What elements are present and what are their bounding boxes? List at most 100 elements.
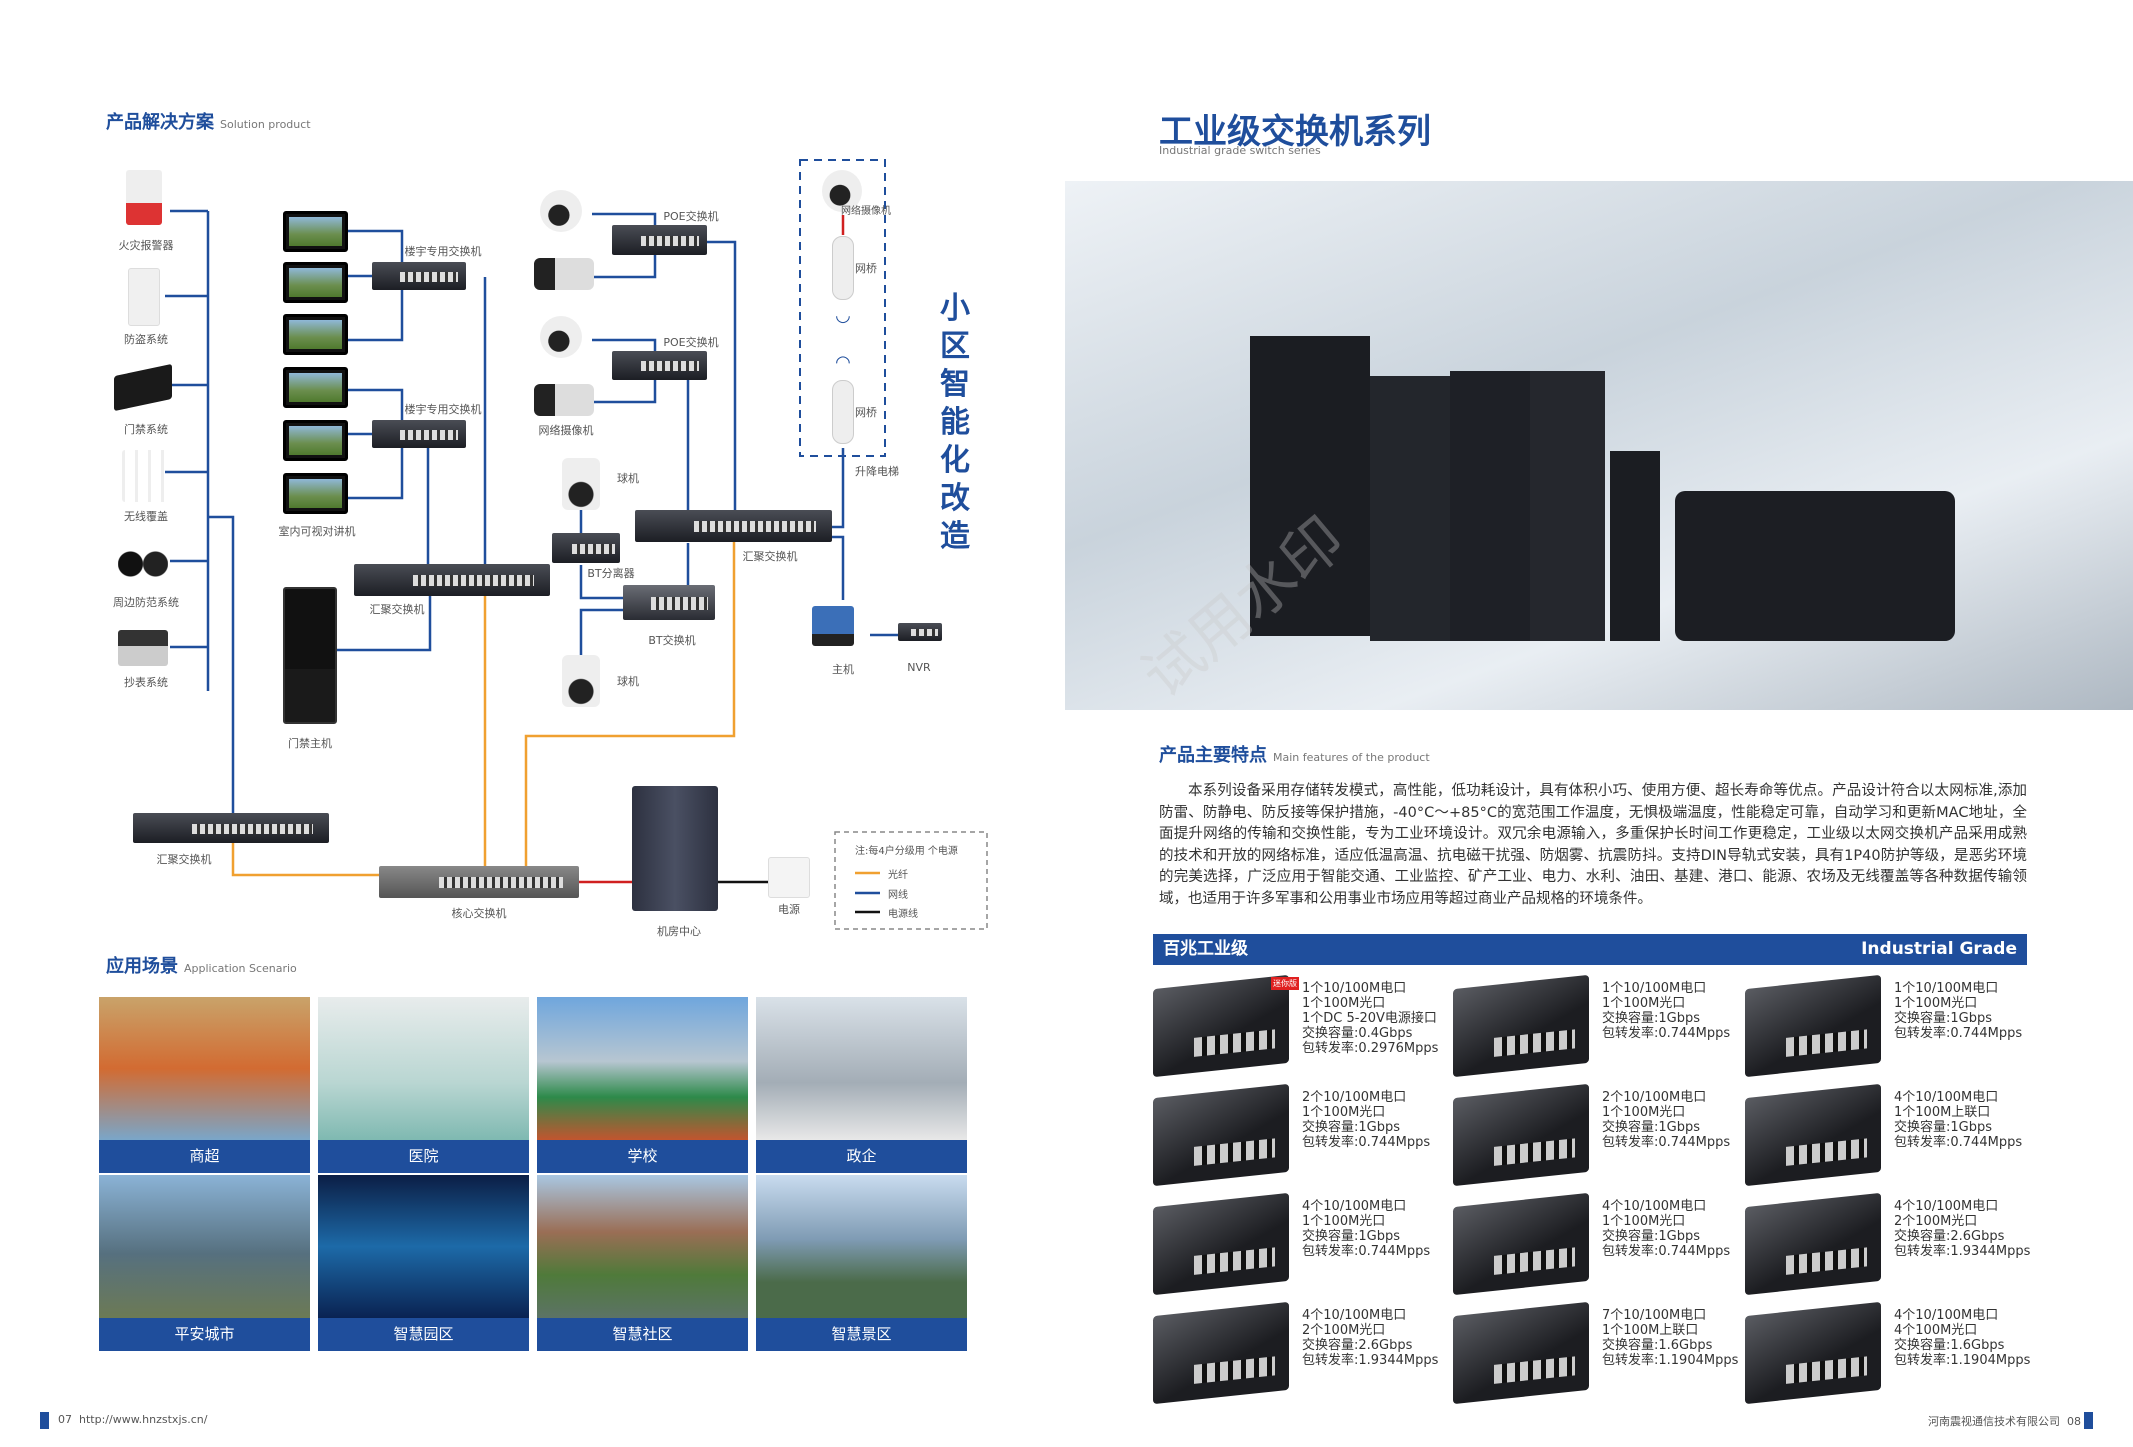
label-agg-switch: 汇聚交换机 bbox=[369, 603, 425, 616]
scenario-label: 政企 bbox=[756, 1140, 967, 1173]
scenario-photo bbox=[756, 997, 967, 1140]
label-wireless: 无线覆盖 bbox=[124, 510, 168, 523]
spec-line: 4个10/100M电口 bbox=[1894, 1199, 1999, 1214]
product-image bbox=[1453, 974, 1589, 1078]
label-bt-splitter: BT分离器 bbox=[587, 567, 635, 580]
scenario-card[interactable]: 商超 bbox=[99, 997, 310, 1173]
spec-line: 2个10/100M电口 bbox=[1302, 1090, 1407, 1105]
meter-reader-icon bbox=[118, 630, 168, 666]
spec-line: 1个10/100M电口 bbox=[1302, 981, 1407, 996]
perimeter-sensor-icon bbox=[118, 542, 168, 586]
label-host: 主机 bbox=[832, 663, 854, 676]
fiber-cables bbox=[231, 540, 736, 877]
building-switch-icon bbox=[372, 420, 466, 448]
intercom-monitor-icon bbox=[283, 420, 348, 461]
spec-line: 1个100M光口 bbox=[1302, 996, 1386, 1011]
product-image bbox=[1453, 1083, 1589, 1187]
power-socket-icon bbox=[768, 857, 810, 898]
legend-power-line: 电源线 bbox=[888, 909, 918, 920]
wireless-router-icon bbox=[122, 450, 168, 502]
bt-switch-icon bbox=[623, 585, 715, 620]
footer-right: 河南震视通信技术有限公司 08 bbox=[1928, 1413, 2081, 1429]
elevator-dashed-box bbox=[799, 159, 886, 457]
spec-line: 4个100M光口 bbox=[1894, 1323, 1978, 1338]
scenario-card[interactable]: 医院 bbox=[318, 997, 529, 1173]
spec-line: 交换容量:0.4Gbps bbox=[1302, 1026, 1413, 1041]
features-title-en: Main features of the product bbox=[1273, 751, 1430, 764]
scenario-card[interactable]: 智慧园区 bbox=[318, 1175, 529, 1351]
scenario-photo bbox=[756, 1175, 967, 1318]
legend-network: 网线 bbox=[888, 890, 908, 901]
label-perimeter: 周边防范系统 bbox=[113, 596, 179, 609]
product-image bbox=[1745, 1192, 1881, 1296]
spec-line: 1个100M光口 bbox=[1302, 1214, 1386, 1229]
scenario-card[interactable]: 平安城市 bbox=[99, 1175, 310, 1351]
label-intercom: 室内可视对讲机 bbox=[278, 525, 356, 538]
scenario-label: 智慧社区 bbox=[537, 1318, 748, 1351]
spec-line: 交换容量:1Gbps bbox=[1894, 1011, 1993, 1026]
scenario-card[interactable]: 智慧社区 bbox=[537, 1175, 748, 1351]
bullet-camera-icon bbox=[534, 258, 594, 290]
label-elevator: 升降电梯 bbox=[855, 465, 899, 478]
wifi-signal-icon: ◠ bbox=[835, 352, 851, 373]
spec-line: 交换容量:2.6Gbps bbox=[1302, 1338, 1413, 1353]
spec-line: 包转发率:0.744Mpps bbox=[1602, 1026, 1731, 1041]
footer-left: 07 http://www.hnzstxjs.cn/ bbox=[58, 1413, 207, 1426]
building-switch-icon bbox=[372, 262, 466, 290]
switch-image bbox=[1450, 371, 1530, 641]
product-image bbox=[1745, 1083, 1881, 1187]
red-cable bbox=[579, 215, 845, 884]
hero-product-photo bbox=[1065, 181, 2133, 710]
bullet-camera-icon bbox=[534, 384, 594, 416]
switch-image bbox=[1610, 451, 1660, 641]
intercom-monitor-icon bbox=[283, 211, 348, 252]
nvr-icon bbox=[898, 623, 942, 641]
wifi-signal-icon: ◡ bbox=[835, 305, 851, 326]
footer-url[interactable]: http://www.hnzstxjs.cn/ bbox=[79, 1413, 208, 1426]
page-title: 工业级交换机系列 bbox=[1159, 112, 1431, 152]
switch-image bbox=[1370, 376, 1450, 641]
label-agg-switch: 汇聚交换机 bbox=[156, 853, 212, 866]
footer-page-left: 07 bbox=[58, 1413, 72, 1426]
ptz-camera-icon bbox=[562, 655, 600, 707]
footer-page-right: 08 bbox=[2067, 1415, 2081, 1428]
spec-line: 1个100M上联口 bbox=[1894, 1105, 1991, 1120]
label-core-switch: 核心交换机 bbox=[451, 907, 507, 920]
spec-line: 1个10/100M电口 bbox=[1894, 981, 1999, 996]
scenario-card[interactable]: 学校 bbox=[537, 997, 748, 1173]
scenario-card[interactable]: 智慧景区 bbox=[756, 1175, 967, 1351]
spec-line: 4个10/100M电口 bbox=[1894, 1308, 1999, 1323]
label-ip-camera: 网络摄像机 bbox=[538, 424, 594, 437]
features-title-cn: 产品主要特点 bbox=[1159, 745, 1267, 766]
wireless-bridge-icon bbox=[832, 236, 854, 300]
scenario-card[interactable]: 政企 bbox=[756, 997, 967, 1173]
spec-line: 包转发率:1.1904Mpps bbox=[1894, 1353, 2031, 1368]
spec-line: 包转发率:1.1904Mpps bbox=[1602, 1353, 1739, 1368]
product-image bbox=[1153, 1192, 1289, 1296]
scenario-label: 医院 bbox=[318, 1140, 529, 1173]
spec-line: 包转发率:0.744Mpps bbox=[1894, 1135, 2023, 1150]
spec-line: 交换容量:1.6Gbps bbox=[1602, 1338, 1713, 1353]
spec-line: 1个DC 5-20V电源接口 bbox=[1302, 1011, 1437, 1026]
spec-line: 1个100M光口 bbox=[1302, 1105, 1386, 1120]
intercom-monitor-icon bbox=[283, 262, 348, 303]
label-bt-switch: BT交换机 bbox=[648, 634, 696, 647]
